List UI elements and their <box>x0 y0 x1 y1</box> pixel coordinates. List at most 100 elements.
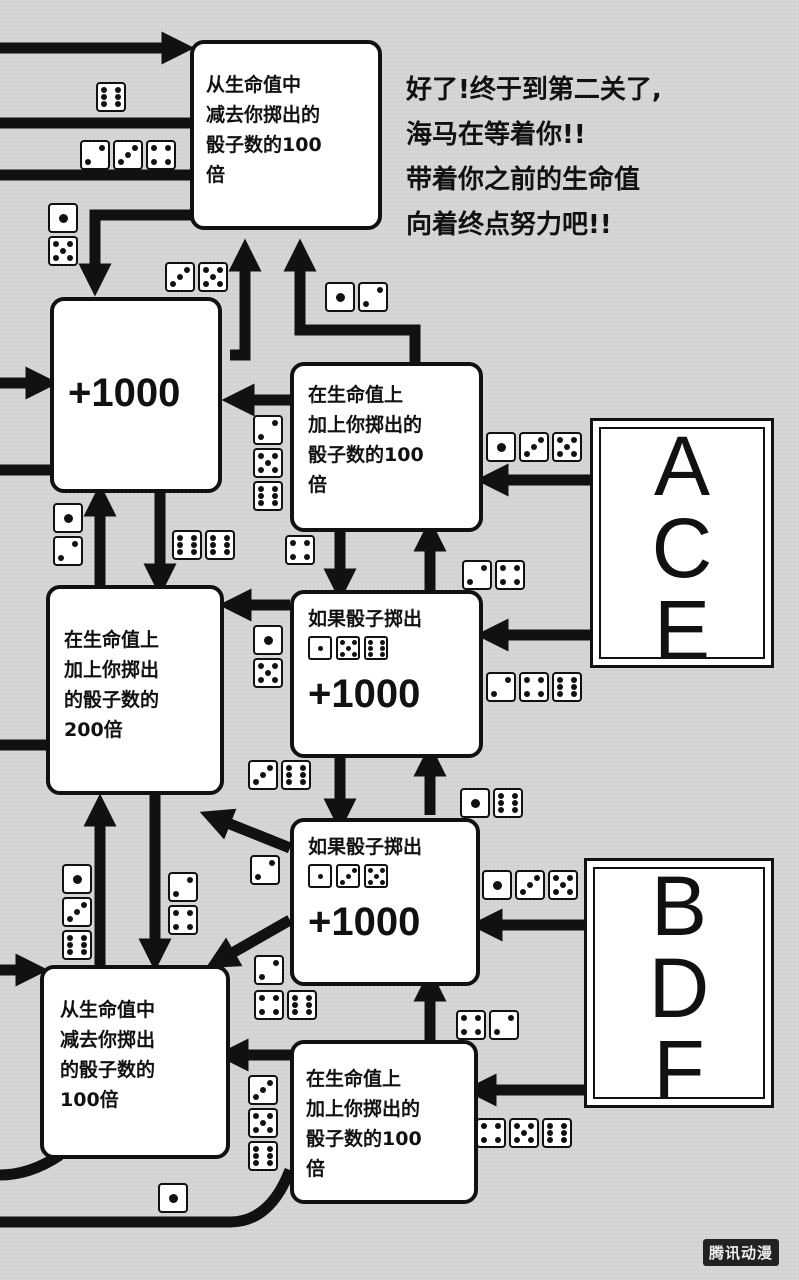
dice-group <box>248 1075 278 1171</box>
die-face-icon <box>113 140 143 170</box>
box-text: 从生命值中 减去你掷出的 骰子数的100 倍 <box>206 74 322 186</box>
die-face-icon <box>96 82 126 112</box>
dice-group <box>486 672 582 702</box>
die-face-icon <box>509 1118 539 1148</box>
die-face-icon <box>308 636 332 660</box>
die-face-icon <box>62 864 92 894</box>
die-face-icon <box>248 1141 278 1171</box>
die-face-icon <box>248 760 278 790</box>
die-face-icon <box>519 432 549 462</box>
dice-group <box>62 864 92 960</box>
die-face-icon <box>542 1118 572 1148</box>
subtract-100-box-top: 从生命值中 减去你掷出的 骰子数的100 倍 <box>190 40 382 230</box>
dice-group <box>460 788 523 818</box>
die-face-icon <box>253 448 283 478</box>
die-face-icon <box>168 872 198 902</box>
die-face-icon <box>364 864 388 888</box>
die-face-icon <box>53 503 83 533</box>
if-roll-box-lower: 如果骰子掷出 +1000 <box>290 818 480 986</box>
dice-group <box>254 955 284 985</box>
die-face-icon <box>172 530 202 560</box>
box-value: +1000 <box>68 371 181 415</box>
box-text: 在生命值上 加上你掷出 的骰子数的 200倍 <box>64 629 160 741</box>
dice-group <box>486 432 582 462</box>
condition-dice <box>308 636 479 660</box>
dice-group <box>48 203 78 266</box>
watermark-logo: 腾讯动漫 <box>702 1239 779 1266</box>
box-text: 在生命值上 加上你掷出的 骰子数的100 倍 <box>308 384 424 496</box>
dice-group <box>96 82 126 112</box>
die-face-icon <box>287 990 317 1020</box>
plus-1000-box: +1000 <box>50 297 222 493</box>
dice-group <box>250 855 280 885</box>
die-face-icon <box>198 262 228 292</box>
dice-group <box>462 560 525 590</box>
start-tile-ace: A C E <box>590 418 774 677</box>
dice-group <box>53 503 83 566</box>
subtract-100-box-lower: 从生命值中 减去你掷出 的骰子数的 100倍 <box>40 965 230 1159</box>
die-face-icon <box>325 282 355 312</box>
die-face-icon <box>552 672 582 702</box>
box-text: 在生命值上 加上你掷出的 骰子数的100 倍 <box>306 1068 422 1180</box>
die-face-icon <box>548 870 578 900</box>
dice-group <box>285 535 315 565</box>
die-face-icon <box>308 864 332 888</box>
die-face-icon <box>254 990 284 1020</box>
dice-group <box>254 990 317 1020</box>
die-face-icon <box>48 203 78 233</box>
die-face-icon <box>253 481 283 511</box>
start-letters: A C E <box>651 419 713 677</box>
die-face-icon <box>168 905 198 935</box>
die-face-icon <box>253 625 283 655</box>
die-face-icon <box>285 535 315 565</box>
start-letters: B D F <box>648 859 710 1117</box>
die-face-icon <box>62 897 92 927</box>
condition-text: 如果骰子掷出 <box>308 608 423 630</box>
die-face-icon <box>281 760 311 790</box>
if-roll-box-upper: 如果骰子掷出 +1000 <box>290 590 483 758</box>
die-face-icon <box>336 636 360 660</box>
die-face-icon <box>254 955 284 985</box>
die-face-icon <box>48 236 78 266</box>
die-face-icon <box>158 1183 188 1213</box>
dice-group <box>476 1118 572 1148</box>
condition-text: 如果骰子掷出 <box>308 836 423 858</box>
add-100-box-upper: 在生命值上 加上你掷出的 骰子数的100 倍 <box>290 362 483 532</box>
die-face-icon <box>253 658 283 688</box>
dice-group <box>248 760 311 790</box>
die-face-icon <box>253 415 283 445</box>
dice-group <box>165 262 228 292</box>
die-face-icon <box>489 1010 519 1040</box>
dice-group <box>168 872 198 935</box>
die-face-icon <box>519 672 549 702</box>
dice-group <box>482 870 578 900</box>
die-face-icon <box>482 870 512 900</box>
add-200-box: 在生命值上 加上你掷出 的骰子数的 200倍 <box>46 585 224 795</box>
die-face-icon <box>495 560 525 590</box>
die-face-icon <box>165 262 195 292</box>
die-face-icon <box>250 855 280 885</box>
die-face-icon <box>62 930 92 960</box>
dice-group <box>253 625 283 688</box>
condition-value: +1000 <box>308 900 421 944</box>
start-tile-bdf: B D F <box>584 858 774 1117</box>
die-face-icon <box>336 864 360 888</box>
dice-group <box>325 282 388 312</box>
narration-text: 好了!终于到第二关了, 海马在等着你!! 带着你之前的生命值 向着终点努力吧!! <box>406 75 662 240</box>
die-face-icon <box>515 870 545 900</box>
box-text: 从生命值中 减去你掷出 的骰子数的 100倍 <box>60 999 156 1111</box>
die-face-icon <box>493 788 523 818</box>
die-face-icon <box>460 788 490 818</box>
die-face-icon <box>552 432 582 462</box>
condition-dice <box>308 864 476 888</box>
dice-group <box>456 1010 519 1040</box>
die-face-icon <box>248 1075 278 1105</box>
die-face-icon <box>358 282 388 312</box>
die-face-icon <box>486 672 516 702</box>
dice-group <box>158 1183 188 1213</box>
condition-value: +1000 <box>308 672 421 716</box>
die-face-icon <box>456 1010 486 1040</box>
dice-group <box>172 530 235 560</box>
